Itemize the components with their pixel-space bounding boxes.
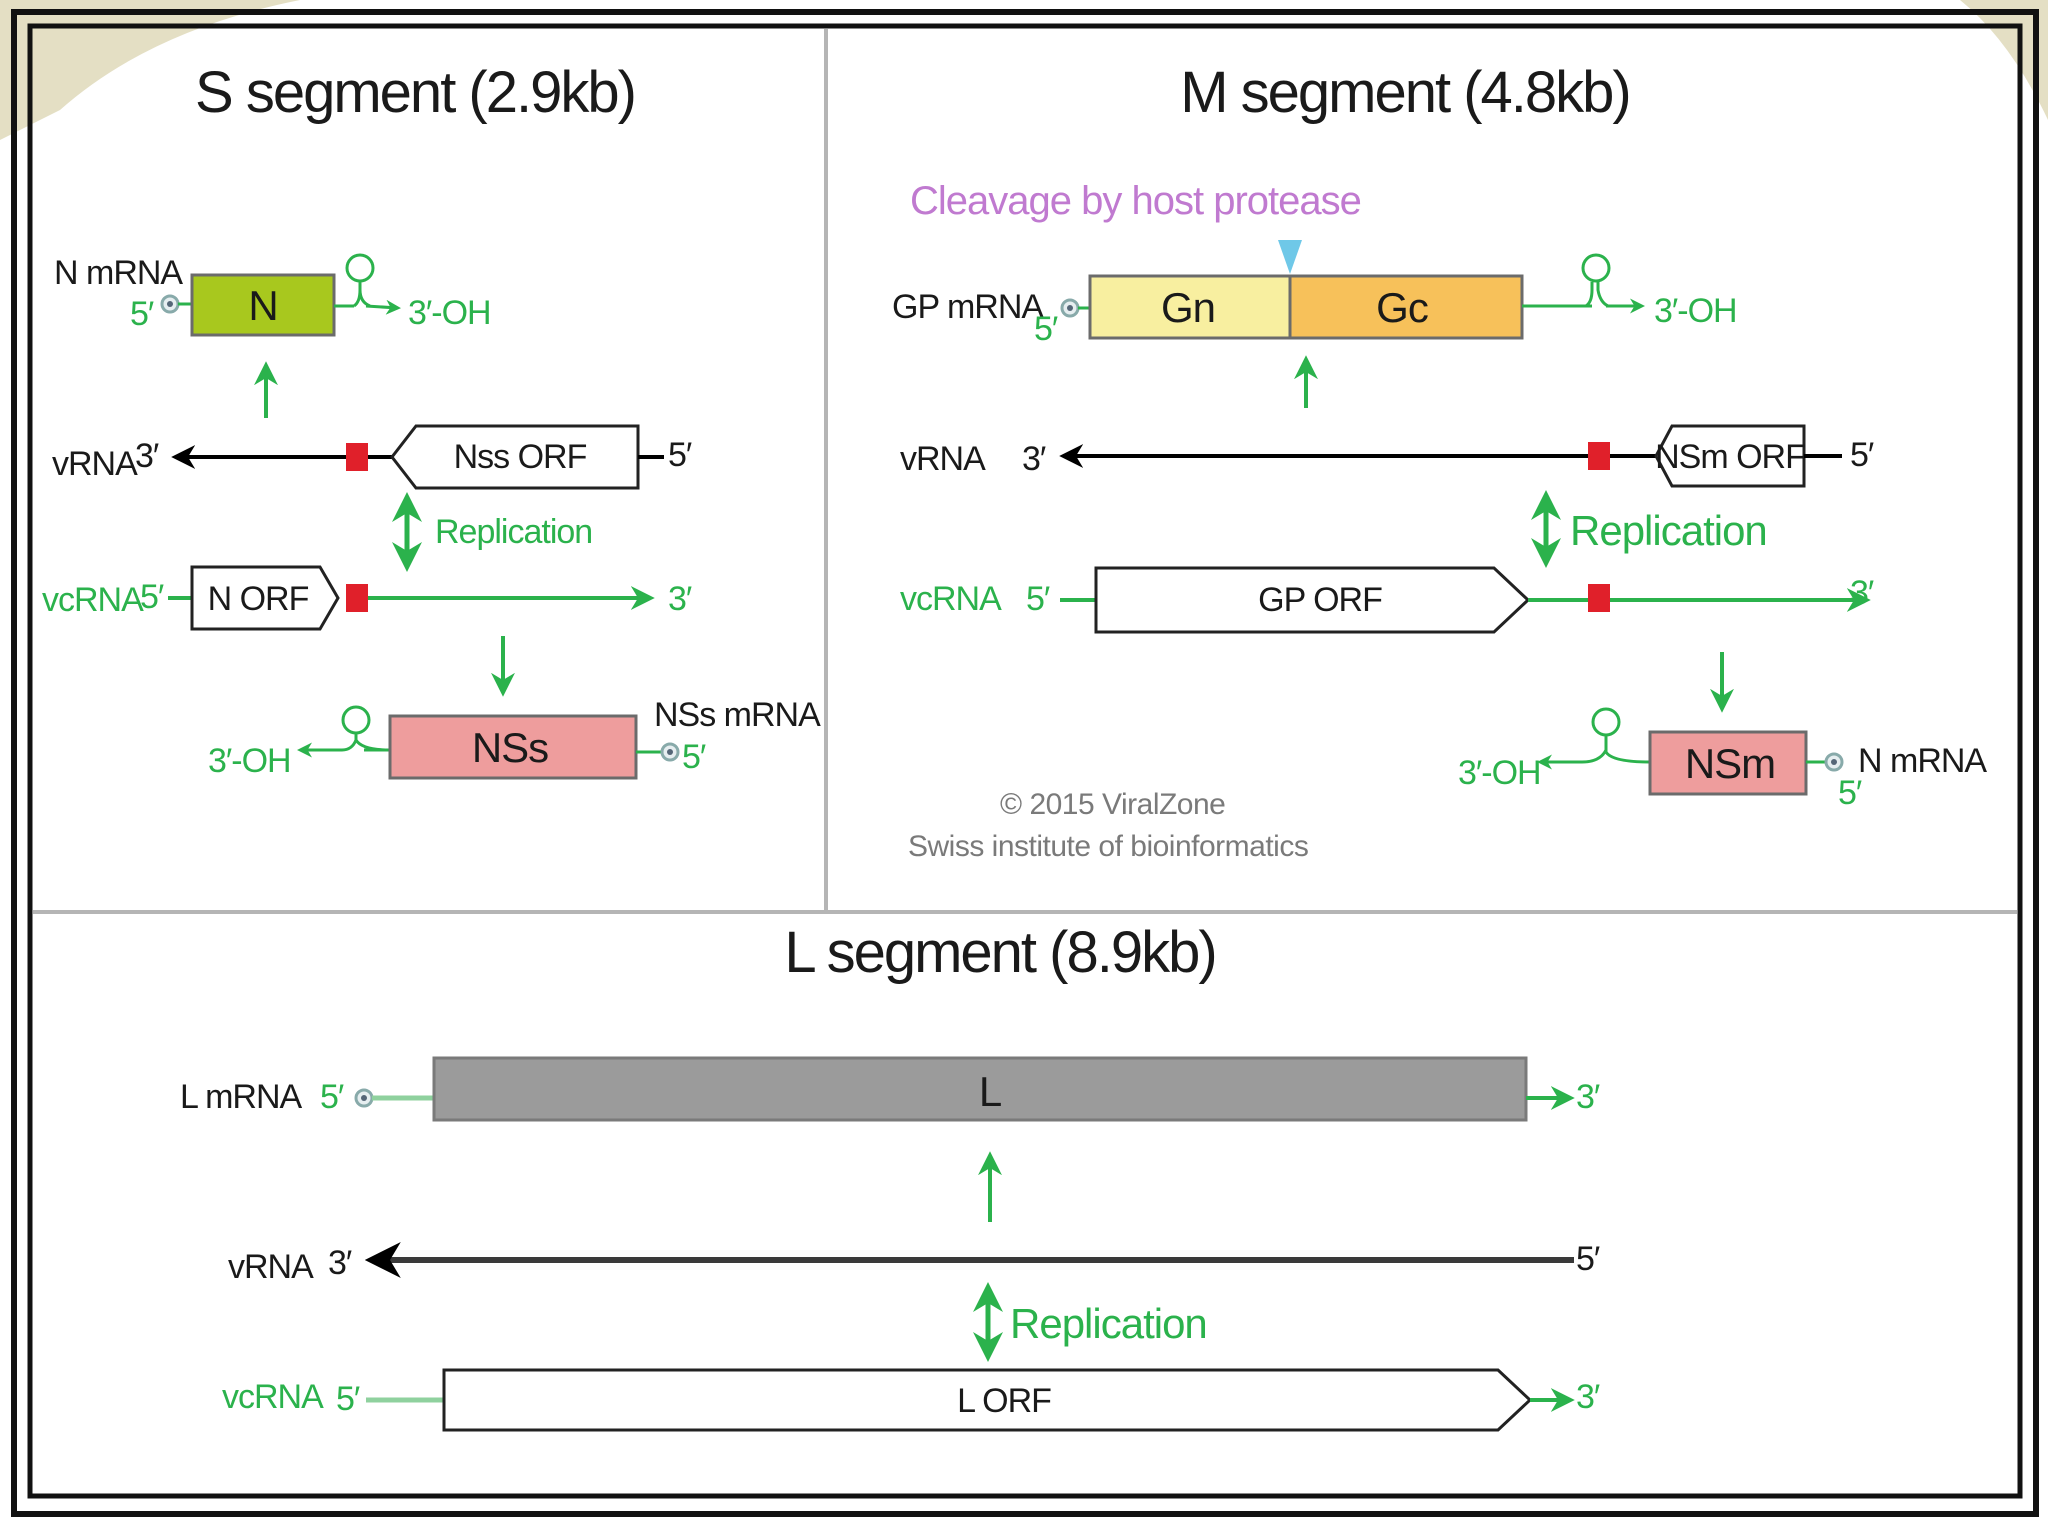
l-mrna-three-prime: 3′ — [1576, 1078, 1600, 1116]
cleavage-site-marker — [1278, 240, 1302, 274]
s-segment-title: S segment (2.9kb) — [195, 60, 635, 125]
s-segment-panel: S segment (2.9kb) N mRNA 5′ N 3′-OH vRNA… — [42, 60, 822, 780]
l-mrna-label: L mRNA — [180, 1078, 303, 1116]
nsm-protein-box — [1648, 730, 1808, 796]
hairpin-terminator-icon — [1581, 707, 1651, 764]
l-replication-label: Replication — [1010, 1300, 1207, 1347]
m-segment-title: M segment (4.8kb) — [1180, 60, 1630, 125]
nsm-protein-label: NSm — [1685, 740, 1775, 787]
l-vcrna-five-prime: 5′ — [336, 1380, 360, 1418]
gc-protein-label: Gc — [1376, 284, 1428, 331]
hairpin-terminator-icon — [1581, 253, 1611, 308]
m-segment-panel: M segment (4.8kb) Cleavage by host prote… — [892, 60, 1988, 863]
nss-protein-box — [388, 714, 638, 780]
gn-protein-box — [1088, 274, 1292, 340]
nss-orf-box — [390, 424, 640, 490]
red-marker — [1588, 442, 1610, 470]
s-vcrna-five-prime: 5′ — [140, 578, 164, 616]
cleavage-label: Cleavage by host protease — [910, 179, 1361, 223]
m-vrna-three-prime: 3′ — [1022, 440, 1046, 478]
l-vrna-label: vRNA — [228, 1248, 314, 1286]
s-vcrna-label: vcRNA — [42, 581, 144, 619]
red-marker — [1588, 584, 1610, 612]
s-vrna-five-prime: 5′ — [668, 436, 692, 474]
cap-icon — [1824, 752, 1844, 772]
nsm-orf-box — [1654, 424, 1806, 488]
n-mrna-five-prime: 5′ — [130, 295, 154, 333]
s-vrna-label: vRNA — [52, 445, 138, 483]
copyright-line2: Swiss institute of bioinformatics — [908, 830, 1308, 863]
cap-icon — [160, 294, 180, 314]
nsm-mrna-three-oh: 3′-OH — [1458, 754, 1541, 792]
n-protein-box — [190, 273, 336, 337]
nsm-orf-label: NSm ORF — [1655, 438, 1805, 476]
l-vrna-five-prime: 5′ — [1576, 1240, 1600, 1278]
n-orf-label: N ORF — [208, 580, 309, 618]
l-protein-label: L — [979, 1068, 1001, 1115]
l-vcrna-label: vcRNA — [222, 1378, 324, 1416]
nss-mrna-three-oh: 3′-OH — [208, 742, 291, 780]
nsm-mrna-label: N mRNA — [1858, 742, 1987, 780]
m-vcrna-five-prime: 5′ — [1026, 580, 1050, 618]
gp-orf-label: GP ORF — [1258, 581, 1382, 619]
l-segment-panel: L segment (8.9kb) L mRNA 5′ L 3′ vRNA 3′… — [180, 920, 1601, 1432]
l-mrna-five-prime: 5′ — [320, 1078, 344, 1116]
l-orf-box — [442, 1368, 1533, 1432]
n-orf-box — [190, 565, 340, 631]
nss-orf-label: Nss ORF — [454, 438, 587, 476]
n-protein-label: N — [248, 282, 277, 329]
m-vrna-five-prime: 5′ — [1850, 436, 1874, 474]
m-vrna-label: vRNA — [900, 440, 986, 478]
gc-protein-box — [1288, 274, 1524, 340]
red-marker — [346, 443, 368, 471]
copyright-line1: © 2015 ViralZone — [1000, 788, 1225, 821]
l-segment-title: L segment (8.9kb) — [784, 920, 1215, 985]
hairpin-terminator-icon — [345, 253, 375, 308]
m-replication-label: Replication — [1570, 507, 1767, 554]
gp-orf-box — [1094, 566, 1531, 634]
hairpin-terminator-icon — [341, 705, 391, 752]
s-vrna-three-prime: 3′ — [135, 437, 159, 475]
cap-icon — [660, 742, 680, 762]
l-vrna-three-prime: 3′ — [328, 1244, 352, 1282]
l-vcrna-three-prime: 3′ — [1576, 1378, 1600, 1416]
n-mrna-three-oh: 3′-OH — [408, 294, 491, 332]
nss-mrna-label: NSs mRNA — [654, 696, 821, 734]
cap-icon — [354, 1088, 374, 1108]
n-mrna-label: N mRNA — [54, 254, 183, 292]
l-orf-label: L ORF — [957, 1382, 1051, 1420]
gn-protein-label: Gn — [1161, 284, 1215, 331]
s-replication-label: Replication — [435, 513, 592, 551]
nss-protein-label: NSs — [472, 724, 548, 771]
nss-mrna-five-prime: 5′ — [682, 738, 706, 776]
l-protein-box — [432, 1056, 1528, 1122]
m-vcrna-three-prime: 3′ — [1850, 574, 1874, 612]
cap-icon — [1060, 298, 1080, 318]
s-vcrna-three-prime: 3′ — [668, 580, 692, 618]
m-vcrna-label: vcRNA — [900, 580, 1002, 618]
outer-frame — [11, 9, 2039, 1517]
gp-mrna-five-prime: 5′ — [1034, 310, 1058, 348]
gp-mrna-three-oh: 3′-OH — [1654, 292, 1737, 330]
red-marker — [346, 584, 368, 612]
nsm-mrna-five-prime: 5′ — [1838, 774, 1862, 812]
gp-mrna-label: GP mRNA — [892, 288, 1044, 326]
